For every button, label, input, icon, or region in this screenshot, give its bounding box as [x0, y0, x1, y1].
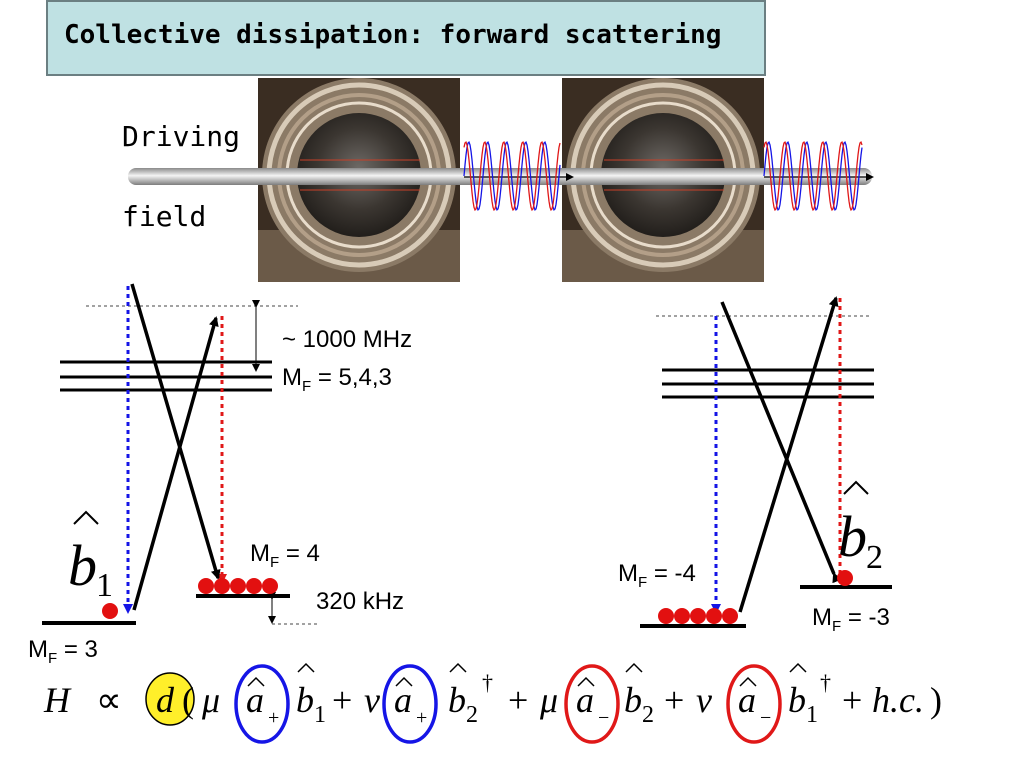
circle-a-minus-1: [564, 664, 620, 744]
atom: [102, 603, 118, 619]
svg-text:ν: ν: [364, 680, 380, 720]
svg-text:+: +: [842, 680, 862, 720]
svg-text:a: a: [246, 680, 264, 720]
svg-text:ν: ν: [696, 680, 712, 720]
d-highlight: [145, 672, 195, 726]
svg-text:a: a: [394, 680, 412, 720]
left-cross-arrow-up: [132, 316, 219, 611]
right-cross-arrow-down: [720, 301, 842, 584]
svg-text:H: H: [43, 680, 72, 720]
svg-text:2: 2: [642, 702, 654, 728]
driving-label-line1: Driving: [122, 120, 241, 153]
svg-text:b: b: [788, 680, 806, 720]
svg-text:b: b: [624, 680, 642, 720]
svg-text:†: †: [482, 670, 493, 695]
svg-text:a: a: [738, 680, 756, 720]
title-box: Collective dissipation: forward scatteri…: [46, 0, 766, 76]
svg-text:μ: μ: [539, 680, 558, 720]
mf-left-high-label: MF = 4: [250, 540, 320, 571]
hamiltonian-equation: H ∝ d ( μ a + b 1 + ν a + b 2 † + μ a − …: [43, 662, 942, 744]
svg-text:†: †: [820, 670, 831, 695]
left-cross-arrow-down: [130, 283, 221, 580]
svg-text:d: d: [156, 680, 175, 720]
mf-right-low-label: MF = -4: [618, 560, 696, 591]
right-atom-cluster: [658, 608, 738, 624]
mf-right-high-label: MF = -3: [812, 604, 890, 635]
svg-text:b: b: [448, 680, 466, 720]
mf-upper-label: MF = 5,4,3: [282, 364, 392, 395]
svg-text:h.c.: h.c.: [872, 680, 924, 720]
svg-text:μ: μ: [201, 680, 220, 720]
circle-a-plus-2: [382, 664, 438, 744]
svg-text:2: 2: [466, 702, 478, 728]
atom: [837, 570, 853, 586]
circle-a-plus-1: [234, 664, 290, 744]
operator-b1: b 1: [68, 510, 113, 604]
svg-text:+: +: [332, 680, 352, 720]
svg-text:b: b: [838, 504, 867, 569]
svg-text:a: a: [576, 680, 594, 720]
svg-text:2: 2: [866, 539, 883, 576]
left-atom-cluster: [198, 578, 278, 594]
frequency-upper-label: ~ 1000 MHz: [282, 326, 413, 353]
right-cross-arrow-up: [738, 296, 839, 613]
svg-text:b: b: [296, 680, 314, 720]
circle-a-minus-2: [726, 664, 782, 744]
svg-text:−: −: [598, 707, 609, 729]
frequency-lower-label: 320 kHz: [316, 588, 405, 615]
svg-text:1: 1: [806, 702, 818, 728]
wave-red-2: [763, 141, 863, 212]
svg-text:+: +: [508, 680, 528, 720]
operator-b2: b 2: [838, 480, 883, 576]
mf-left-low-label: MF = 3: [28, 636, 98, 667]
svg-text:b: b: [68, 533, 97, 598]
svg-text:+: +: [664, 680, 684, 720]
wave-blue-1: [463, 140, 561, 212]
wave-blue-2: [763, 140, 863, 212]
svg-text:): ): [930, 680, 942, 720]
svg-text:+: +: [268, 707, 279, 729]
svg-text:(: (: [182, 680, 194, 720]
slide-title: Collective dissipation: forward scatteri…: [64, 20, 722, 50]
wave-red-1: [463, 141, 561, 212]
svg-text:∝: ∝: [96, 680, 122, 720]
svg-text:+: +: [416, 707, 427, 729]
svg-text:−: −: [760, 707, 771, 729]
driving-label-line2: field: [122, 200, 207, 233]
svg-text:1: 1: [96, 567, 113, 604]
svg-text:1: 1: [314, 702, 326, 728]
